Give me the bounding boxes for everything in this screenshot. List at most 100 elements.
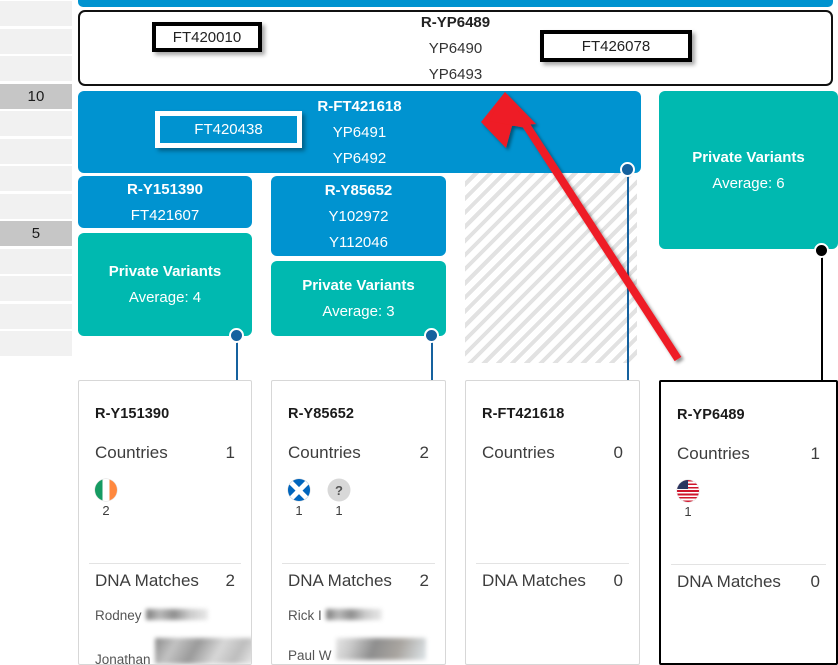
private-variants-3-text: Private Variants Average: 6: [659, 91, 838, 249]
ruler-row: [0, 166, 72, 191]
callout-ft420010: FT420010: [152, 22, 262, 52]
private-variants-1-text: Private Variants Average: 4: [78, 233, 252, 336]
ruler-row: [0, 1, 72, 26]
callout-ft420438: FT420438: [155, 111, 302, 148]
card-R-Y85652[interactable]: R-Y85652 Countries 2 1 ? 1 DNA Matches 2…: [271, 380, 446, 665]
node-root-name: R-YP6489: [420, 13, 491, 31]
ruler-row: [0, 111, 72, 136]
card-0-countries-value: 1: [225, 443, 235, 462]
node-ft421618-variant-0: YP6491: [332, 123, 387, 141]
card-1-dna-value: 2: [419, 571, 429, 590]
ruler-row: [0, 331, 72, 356]
private-variants-R-Y85652[interactable]: Private Variants Average: 3: [271, 261, 446, 336]
flag-cell[interactable]: 1: [677, 480, 699, 519]
card-1-dna-label: DNA Matches: [288, 571, 392, 590]
node-ft421618-name: R-FT421618: [317, 97, 402, 115]
card-2-dna-label: DNA Matches: [482, 571, 586, 590]
card-0-match-0[interactable]: Rodney: [95, 608, 208, 623]
card-3-countries-label: Countries: [677, 444, 750, 463]
flag-cell[interactable]: 1: [288, 479, 310, 518]
card-1-countries-label: Countries: [288, 443, 361, 462]
ruler-row: [0, 56, 72, 81]
card-3-countries-value: 1: [810, 444, 820, 463]
card-2-title: R-FT421618: [482, 406, 565, 422]
card-1-title: R-Y85652: [288, 406, 355, 422]
ruler-row: [0, 276, 72, 301]
flag-cell[interactable]: ? 1: [328, 479, 350, 518]
card-1-flag-1-count: 1: [335, 503, 343, 518]
card-1-countries-value: 2: [419, 443, 429, 462]
connector-dot-ft421618[interactable]: [620, 162, 635, 177]
node-y85652-variant-1: Y112046: [329, 233, 388, 251]
card-3-divider: [671, 564, 826, 565]
redacted-surname: [325, 609, 382, 620]
card-R-YP6489[interactable]: R-YP6489 Countries 1 1 DNA Matches 0: [659, 380, 838, 665]
connector-stem-ft421618: [627, 176, 629, 380]
node-R-Y151390[interactable]: R-Y151390 FT421607: [78, 176, 252, 228]
card-0-match-1[interactable]: Jonathan: [95, 638, 251, 665]
node-y151390-variant-0: FT421607: [130, 206, 200, 224]
card-3-flag-0-count: 1: [684, 504, 692, 519]
callout-ft426078: FT426078: [540, 30, 692, 62]
card-0-flags: 2: [95, 479, 117, 518]
card-3-title: R-YP6489: [677, 407, 745, 423]
redacted-surname: [145, 609, 208, 620]
card-0-dna-value: 2: [225, 571, 235, 590]
node-y85652-text: R-Y85652 Y102972 Y112046: [271, 176, 446, 256]
private-variants-R-Y151390[interactable]: Private Variants Average: 4: [78, 233, 252, 336]
card-3-dna-value: 0: [810, 572, 820, 591]
private-variants-1-average: Average: 4: [128, 289, 202, 306]
node-y85652-variant-0: Y102972: [328, 207, 389, 225]
card-R-Y151390[interactable]: R-Y151390 Countries 1 2 DNA Matches 2 Ro…: [78, 380, 252, 665]
card-0-flag-0-count: 2: [102, 503, 110, 518]
node-R-Y85652[interactable]: R-Y85652 Y102972 Y112046: [271, 176, 446, 256]
ruler-row: [0, 193, 72, 219]
parent-node-strip: [78, 0, 833, 7]
card-3-dna-label: DNA Matches: [677, 572, 781, 591]
node-y151390-text: R-Y151390 FT421607: [78, 176, 252, 228]
card-R-FT421618[interactable]: R-FT421618 Countries 0 DNA Matches 0: [465, 380, 640, 665]
node-y85652-name: R-Y85652: [324, 181, 393, 199]
redacted-surname: [335, 638, 426, 660]
connector-stem-yp6489: [821, 257, 823, 380]
card-0-title: R-Y151390: [95, 406, 170, 422]
callout-ft426078-label: FT426078: [581, 37, 651, 55]
private-variants-1-title: Private Variants: [108, 263, 222, 280]
flag-usa-icon: [677, 480, 699, 502]
connector-dot-y85652[interactable]: [424, 328, 439, 343]
card-0-divider: [89, 563, 241, 564]
card-1-match-0-name: Rick I: [288, 608, 322, 623]
ruler-row: [0, 28, 72, 54]
flag-scotland-icon: [288, 479, 310, 501]
ruler-row-5: 5: [0, 221, 72, 246]
connector-dot-yp6489[interactable]: [814, 243, 829, 258]
ruler-row-10: 10: [0, 83, 72, 109]
ruler-row: [0, 138, 72, 164]
card-0-countries-label: Countries: [95, 443, 168, 462]
card-0-match-0-name: Rodney: [95, 608, 142, 623]
flag-cell[interactable]: 2: [95, 479, 117, 518]
empty-branch-hatch: [465, 173, 637, 363]
card-1-match-0[interactable]: Rick I: [288, 608, 382, 623]
callout-ft420438-label: FT420438: [194, 121, 263, 138]
card-2-divider: [476, 563, 629, 564]
private-variants-3-average: Average: 6: [712, 174, 785, 192]
card-1-flag-0-count: 1: [295, 503, 303, 518]
flag-ireland-icon: [95, 479, 117, 501]
ruler-row: [0, 248, 72, 274]
private-variants-2-average: Average: 3: [322, 303, 395, 320]
card-2-dna-value: 0: [613, 571, 623, 590]
private-variants-R-YP6489[interactable]: Private Variants Average: 6: [659, 91, 838, 249]
redacted-surname: [154, 638, 251, 664]
node-ft421618-variant-1: YP6492: [332, 149, 387, 167]
card-2-countries-value: 0: [613, 443, 623, 462]
card-0-match-1-name: Jonathan: [95, 652, 151, 665]
generation-ruler: 10 5: [0, 0, 72, 360]
private-variants-3-title: Private Variants: [692, 148, 805, 166]
card-1-match-1[interactable]: Paul W: [288, 638, 426, 663]
card-3-flags: 1: [677, 480, 699, 519]
node-y151390-name: R-Y151390: [127, 180, 203, 198]
connector-dot-y151390[interactable]: [229, 328, 244, 343]
card-2-countries-label: Countries: [482, 443, 555, 462]
card-1-flags: 1 ? 1: [288, 479, 350, 518]
